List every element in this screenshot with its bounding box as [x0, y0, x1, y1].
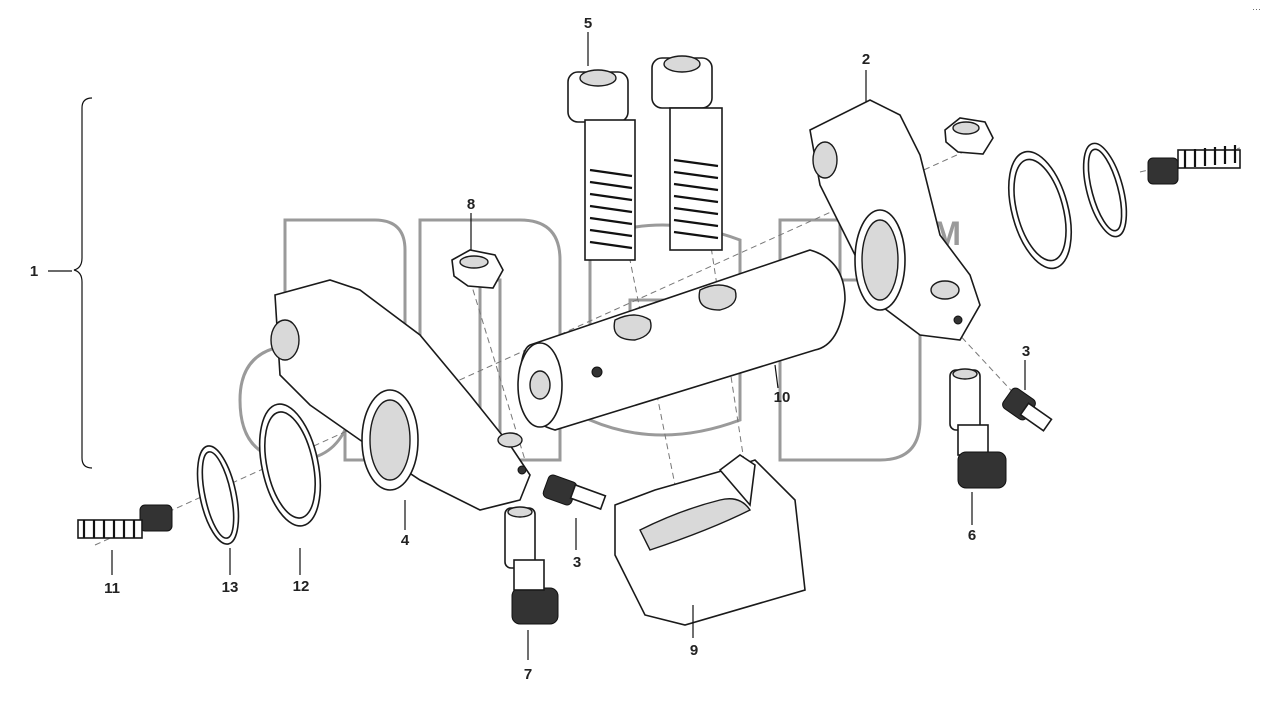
callout-9: 9: [689, 642, 699, 659]
set-screw-3-right: [1002, 387, 1053, 432]
support-block: [614, 454, 806, 626]
callout-1: 1: [29, 263, 39, 280]
pin-7: [504, 506, 559, 625]
adjust-screw-11: [77, 504, 173, 539]
adjust-screw-right: [1147, 145, 1241, 185]
callout-8: 8: [466, 196, 476, 213]
washer-right: [1008, 150, 1072, 270]
washer-12: [258, 403, 322, 527]
callout-6: 6: [967, 527, 977, 544]
bolt-5-right: [651, 55, 723, 251]
left-rocker-arm: [270, 279, 531, 511]
callout-13: 13: [221, 579, 239, 596]
callout-10: 10: [773, 389, 791, 406]
callout-5: 5: [583, 15, 593, 32]
circlip-right: [1082, 142, 1128, 238]
callout-3-left: 3: [572, 554, 582, 571]
callout-12: 12: [292, 578, 310, 595]
assembly-bracket: [73, 97, 93, 469]
right-rocker-arm: [809, 99, 981, 341]
callout-4: 4: [400, 532, 410, 549]
corner-mark: ···: [1252, 4, 1261, 14]
callout-7: 7: [523, 666, 533, 683]
callout-2: 2: [861, 51, 871, 68]
pin-6: [949, 368, 1007, 489]
rocker-shaft: [517, 249, 846, 431]
nut-right: [944, 117, 994, 155]
bolt-5-left: [567, 69, 636, 261]
set-screw-3-left: [542, 474, 607, 511]
circlip-13: [196, 445, 240, 545]
callout-3-right: 3: [1021, 343, 1031, 360]
nut-8: [451, 249, 504, 289]
callout-11: 11: [104, 580, 120, 597]
